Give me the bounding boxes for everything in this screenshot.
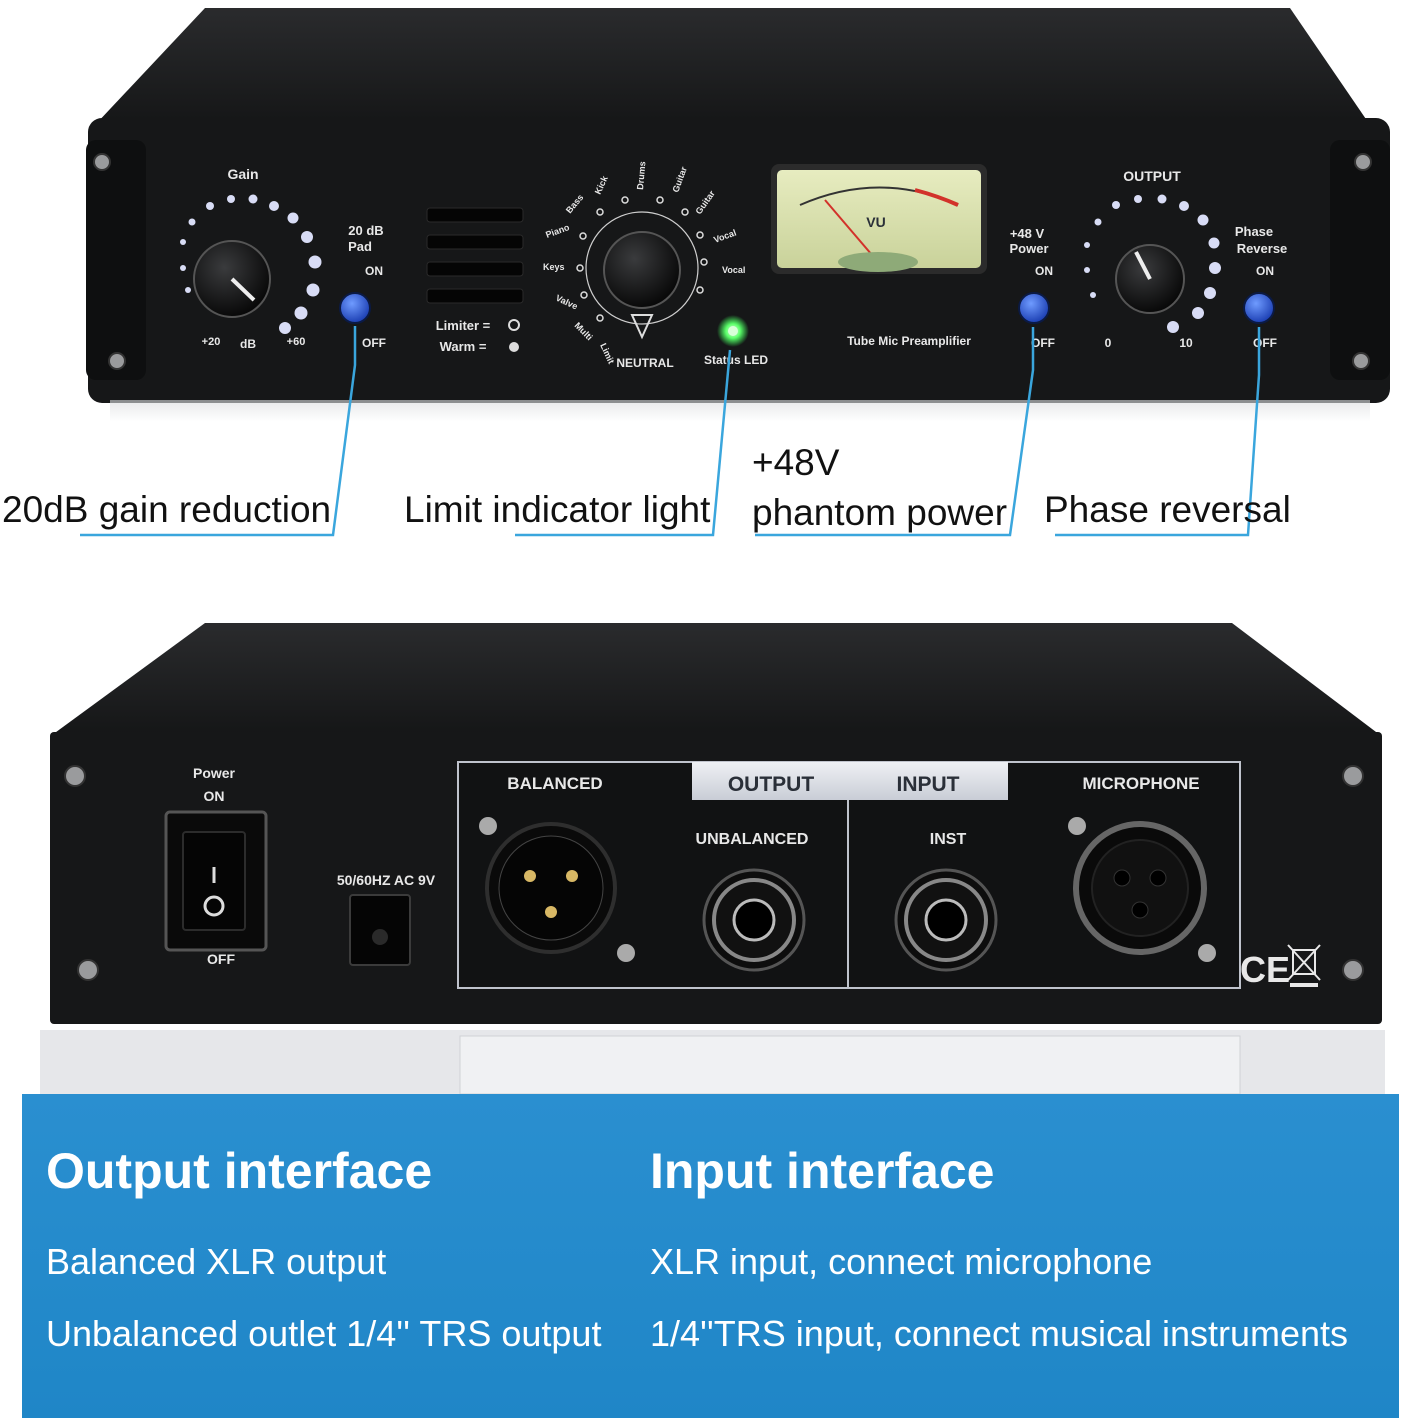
preset-label: Drums: [635, 161, 647, 190]
output-interface-heading: Output interface: [46, 1143, 433, 1199]
vu-label: VU: [866, 214, 885, 230]
gain-min-label: +20: [202, 336, 221, 348]
phantom-callout-line-1: +48V: [752, 442, 840, 483]
phase-label-1: Phase: [1235, 224, 1273, 239]
preset-selector-knob[interactable]: [603, 231, 681, 309]
input-interface-line-1: XLR input, connect microphone: [650, 1241, 1153, 1282]
neutral-label: NEUTRAL: [616, 356, 673, 370]
front-unit: Gain +20 dB +60 20 dB Pad ON OFF Limiter…: [86, 8, 1390, 422]
gain-led-ring: [180, 194, 322, 334]
phantom-label-2: Power: [1009, 241, 1048, 256]
balanced-label: BALANCED: [507, 774, 602, 793]
phantom-on-label: ON: [1035, 264, 1053, 278]
output-interface-line-2: Unbalanced outlet 1/4'' TRS output: [46, 1313, 602, 1354]
output-label: OUTPUT: [1123, 168, 1181, 184]
phase-label-2: Reverse: [1237, 241, 1288, 256]
phantom-callout-line-2: phantom power: [752, 492, 1008, 533]
ce-mark: CE: [1240, 949, 1290, 990]
callout-lines: [80, 326, 1261, 537]
pad-callout: 20dB gain reduction: [2, 489, 332, 530]
preset-label: Vocal: [722, 265, 745, 275]
phase-reverse-button[interactable]: [1243, 292, 1275, 324]
inst-label: INST: [930, 831, 967, 848]
pad-button[interactable]: [339, 292, 371, 324]
status-led-label: Status LED: [704, 353, 768, 367]
pad-label-2: Pad: [348, 239, 372, 254]
phase-callout: Phase reversal: [1044, 489, 1291, 530]
pad-label-1: 20 dB: [348, 223, 383, 238]
input-tab-label: INPUT: [897, 773, 960, 796]
output-min-label: 0: [1105, 336, 1112, 350]
gain-max-label: +60: [287, 336, 306, 348]
output-interface-line-1: Balanced XLR output: [46, 1241, 387, 1282]
microphone-label: MICROPHONE: [1082, 774, 1199, 793]
vu-meter: VU: [771, 164, 987, 274]
unbalanced-label: UNBALANCED: [696, 831, 809, 848]
power-label-2: ON: [204, 788, 225, 804]
phase-off-label: OFF: [1253, 336, 1277, 350]
input-tab: [848, 762, 1008, 800]
phantom-power-button[interactable]: [1018, 292, 1050, 324]
phase-on-label: ON: [1256, 264, 1274, 278]
model-label: Tube Mic Preamplifier: [847, 334, 971, 348]
phantom-label-1: +48 V: [1010, 226, 1045, 241]
gain-label: Gain: [227, 166, 258, 182]
weee-icon: [1287, 944, 1321, 987]
limit-callout: Limit indicator light: [404, 489, 711, 530]
phantom-off-label: OFF: [1031, 336, 1055, 350]
gain-unit-label: dB: [240, 337, 256, 351]
vent-slots: [426, 207, 524, 304]
input-interface-line-2: 1/4''TRS input, connect musical instrume…: [650, 1313, 1349, 1354]
interface-info-banner: Output interface Balanced XLR output Unb…: [22, 1094, 1399, 1418]
input-interface-heading: Input interface: [650, 1143, 995, 1199]
preset-label: Keys: [543, 262, 565, 272]
output-tab: [692, 762, 848, 800]
pad-off-label: OFF: [362, 336, 386, 350]
limiter-label: Limiter =: [436, 318, 491, 333]
output-led-ring: [1084, 194, 1221, 333]
power-off-label: OFF: [207, 951, 235, 967]
pad-on-label: ON: [365, 264, 383, 278]
ac-label: 50/60HZ AC 9V: [337, 872, 436, 888]
output-tab-label: OUTPUT: [728, 773, 815, 796]
warm-label: Warm =: [440, 339, 487, 354]
rear-unit: Power ON OFF 50/60HZ AC 9V OUTPUT INPUT …: [50, 623, 1382, 1024]
output-max-label: 10: [1179, 336, 1193, 350]
power-label-1: Power: [193, 765, 236, 781]
